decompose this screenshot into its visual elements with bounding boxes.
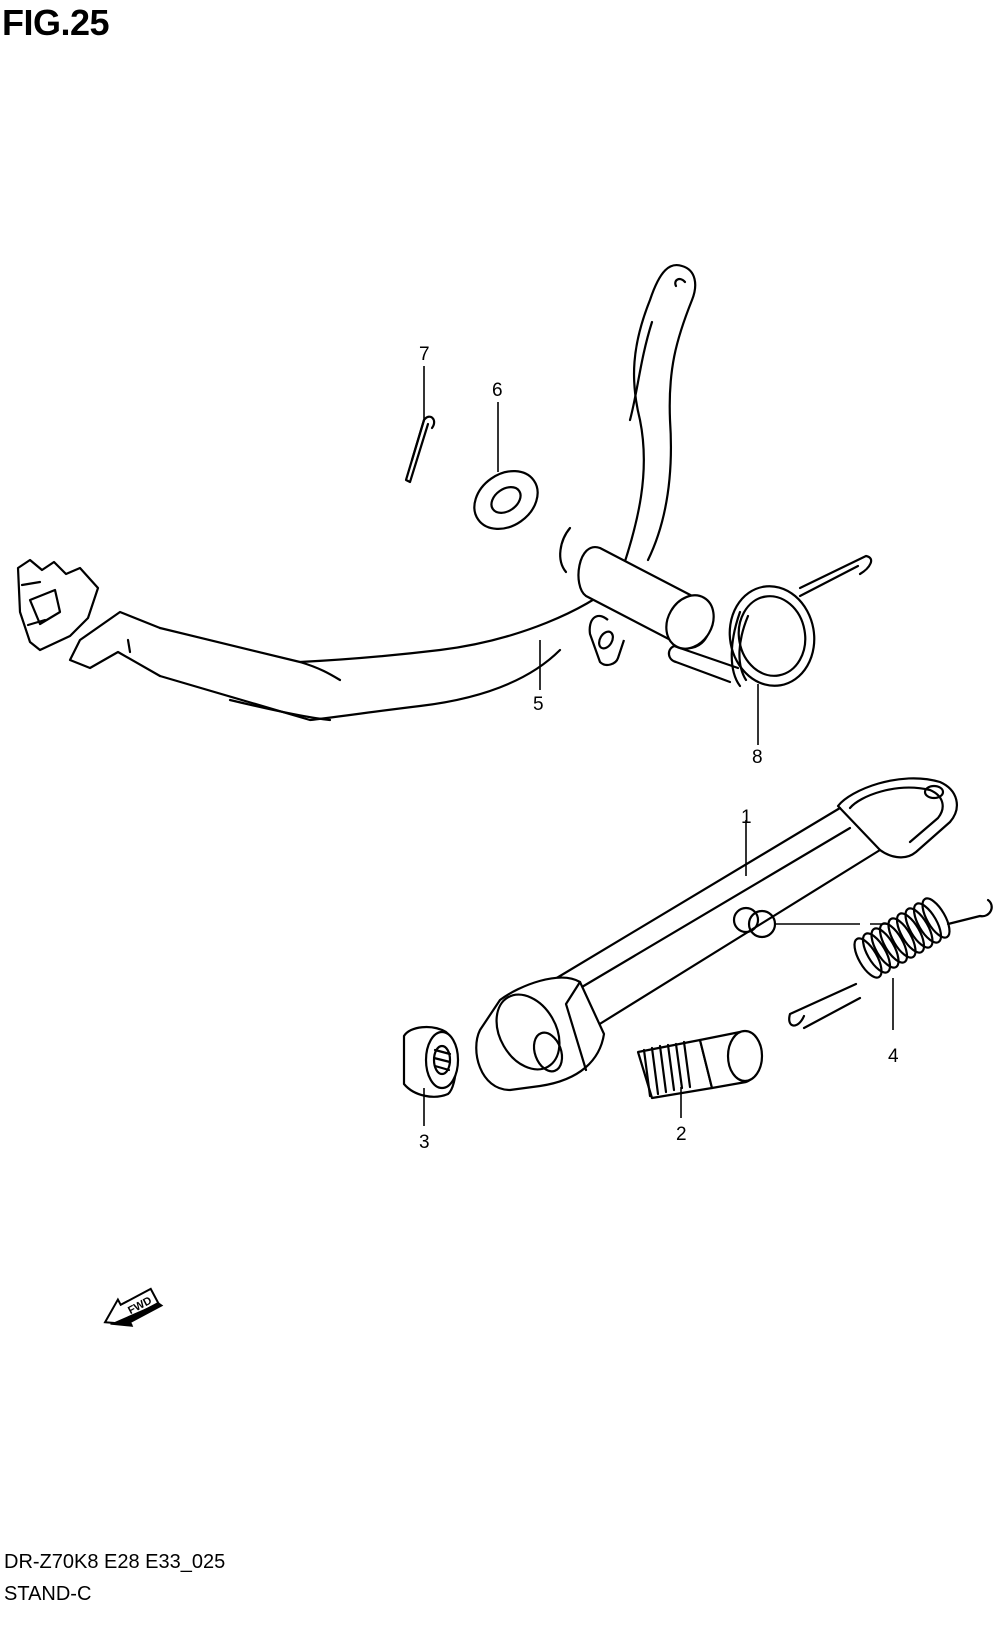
- callout-6: 6: [492, 380, 503, 401]
- spring-coils: [853, 897, 951, 979]
- nut-part-3[interactable]: [402, 1026, 460, 1098]
- callout-2: 2: [676, 1124, 687, 1145]
- model-code: DR-Z70K8 E28 E33_025: [4, 1551, 226, 1573]
- return-spring-part-8[interactable]: [667, 554, 873, 693]
- spring-coil: [921, 897, 951, 939]
- figure-title: FIG.25: [2, 2, 110, 43]
- washer-part-6[interactable]: [463, 459, 549, 541]
- callout-5: 5: [533, 694, 544, 715]
- callout-7: 7: [419, 344, 430, 365]
- section-name: STAND-C: [4, 1583, 92, 1605]
- pivot-bolt-part-2[interactable]: [636, 1029, 764, 1100]
- spring-coil: [912, 902, 943, 944]
- spring-coil: [895, 912, 926, 954]
- leader-lines: [423, 366, 894, 1126]
- spring-coil: [853, 937, 883, 979]
- callout-4: 4: [888, 1046, 899, 1067]
- callout-3: 3: [419, 1132, 430, 1153]
- callout-1: 1: [741, 807, 752, 828]
- spring-coil: [887, 917, 917, 959]
- callout-8: 8: [752, 747, 763, 768]
- stand-spring-part-4[interactable]: [788, 894, 993, 1030]
- brake-pedal-part-5[interactable]: [16, 263, 723, 722]
- spring-coil: [861, 932, 892, 974]
- spring-coil: [878, 922, 909, 964]
- fwd-arrow-icon: FWD: [103, 1287, 164, 1327]
- cotter-pin-part-7[interactable]: [404, 415, 436, 484]
- side-stand-part-1[interactable]: [475, 777, 958, 1092]
- spring-coil: [904, 907, 934, 949]
- spring-coil: [870, 927, 900, 969]
